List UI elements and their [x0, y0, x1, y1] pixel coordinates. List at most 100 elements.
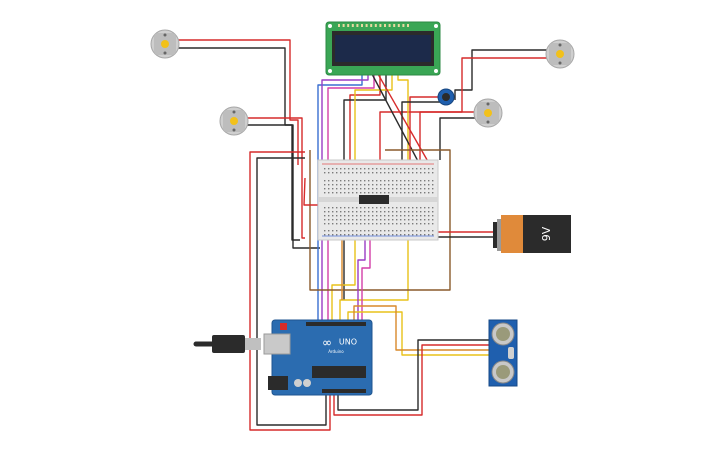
breadboard-hole: [380, 219, 382, 221]
breadboard-hole: [360, 172, 362, 174]
lcd-display[interactable]: [325, 21, 441, 76]
breadboard-hole: [408, 234, 410, 236]
breadboard-hole: [324, 188, 326, 190]
breadboard-hole: [388, 188, 390, 190]
breadboard-hole: [408, 192, 410, 194]
wire-motor2-red: [247, 117, 305, 239]
breadboard-hole: [324, 184, 326, 186]
breadboard-hole: [428, 172, 430, 174]
battery-9v[interactable]: 9V: [493, 215, 571, 253]
breadboard-hole: [372, 168, 374, 170]
breadboard-hole: [324, 192, 326, 194]
lcd-mount-hole: [328, 24, 332, 28]
breadboard-hole: [432, 230, 434, 232]
usb-cable[interactable]: [193, 335, 261, 353]
breadboard-hole: [376, 192, 378, 194]
breadboard-hole: [348, 184, 350, 186]
lcd-pin: [338, 24, 340, 27]
breadboard-hole: [336, 234, 338, 236]
breadboard-hole: [424, 180, 426, 182]
breadboard-hole: [424, 207, 426, 209]
lcd-mount-hole: [434, 69, 438, 73]
breadboard-hole: [400, 230, 402, 232]
breadboard-hole: [408, 168, 410, 170]
breadboard-hole: [388, 207, 390, 209]
breadboard-hole: [408, 211, 410, 213]
breadboard-hole: [428, 230, 430, 232]
arduino-capacitor: [294, 379, 302, 387]
breadboard-hole: [388, 215, 390, 217]
breadboard-hole: [372, 180, 374, 182]
lcd-pin: [388, 24, 391, 27]
arduino-reset-button[interactable]: [280, 323, 287, 330]
breadboard-hole: [432, 168, 434, 170]
breadboard-hole: [372, 192, 374, 194]
breadboard-hole: [412, 223, 414, 225]
sensor-transducer-top-inner: [496, 327, 510, 341]
breadboard-hole: [420, 230, 422, 232]
breadboard-hole: [396, 188, 398, 190]
breadboard-hole: [416, 207, 418, 209]
breadboard-hole: [388, 234, 390, 236]
breadboard-hole: [412, 211, 414, 213]
breadboard-hole: [396, 230, 398, 232]
breadboard-hole: [420, 223, 422, 225]
breadboard-hole: [372, 207, 374, 209]
breadboard-hole: [400, 168, 402, 170]
breadboard-hole: [404, 219, 406, 221]
breadboard-hole: [428, 168, 430, 170]
breadboard-hole: [416, 211, 418, 213]
breadboard-hole: [332, 223, 334, 225]
breadboard-hole: [380, 188, 382, 190]
breadboard-hole: [400, 219, 402, 221]
breadboard-hole: [420, 211, 422, 213]
breadboard[interactable]: [317, 159, 439, 241]
breadboard-hole: [336, 184, 338, 186]
breadboard-hole: [432, 234, 434, 236]
breadboard-hole: [364, 234, 366, 236]
breadboard-hole: [352, 188, 354, 190]
dc-motor-4[interactable]: [473, 98, 503, 128]
breadboard-hole: [416, 184, 418, 186]
motor-driver-chip[interactable]: [359, 195, 389, 204]
breadboard-hole: [408, 223, 410, 225]
breadboard-hole: [432, 219, 434, 221]
breadboard-hole: [340, 184, 342, 186]
usb-plug-body: [212, 335, 245, 353]
dc-motor-3[interactable]: [545, 39, 575, 69]
dc-motor-2[interactable]: [219, 106, 249, 136]
breadboard-hole: [364, 223, 366, 225]
battery-body-orange: [501, 215, 523, 253]
breadboard-hole: [324, 230, 326, 232]
battery-body-black: [523, 215, 571, 253]
breadboard-hole: [424, 215, 426, 217]
breadboard-hole: [332, 192, 334, 194]
breadboard-hole: [392, 223, 394, 225]
breadboard-hole: [376, 180, 378, 182]
potentiometer[interactable]: [437, 88, 455, 106]
breadboard-hole: [336, 180, 338, 182]
breadboard-hole: [376, 230, 378, 232]
breadboard-hole: [336, 219, 338, 221]
ultrasonic-sensor[interactable]: [488, 319, 518, 387]
breadboard-hole: [396, 180, 398, 182]
breadboard-hole: [336, 207, 338, 209]
breadboard-hole: [344, 168, 346, 170]
breadboard-hole: [332, 207, 334, 209]
breadboard-hole: [348, 188, 350, 190]
breadboard-hole: [352, 234, 354, 236]
arduino-uno[interactable]: ∞ UNO Arduino: [263, 319, 373, 396]
breadboard-hole: [420, 184, 422, 186]
breadboard-hole: [416, 230, 418, 232]
arduino-power-jack: [268, 376, 288, 390]
arduino-microcontroller: [312, 366, 366, 378]
lcd-pin: [370, 24, 373, 27]
breadboard-hole: [368, 168, 370, 170]
lcd-pin: [342, 24, 345, 27]
breadboard-hole: [348, 230, 350, 232]
lcd-pin: [384, 24, 386, 27]
breadboard-hole: [424, 219, 426, 221]
breadboard-hole: [392, 180, 394, 182]
dc-motor-1[interactable]: [150, 29, 180, 59]
lcd-pin: [351, 24, 354, 27]
